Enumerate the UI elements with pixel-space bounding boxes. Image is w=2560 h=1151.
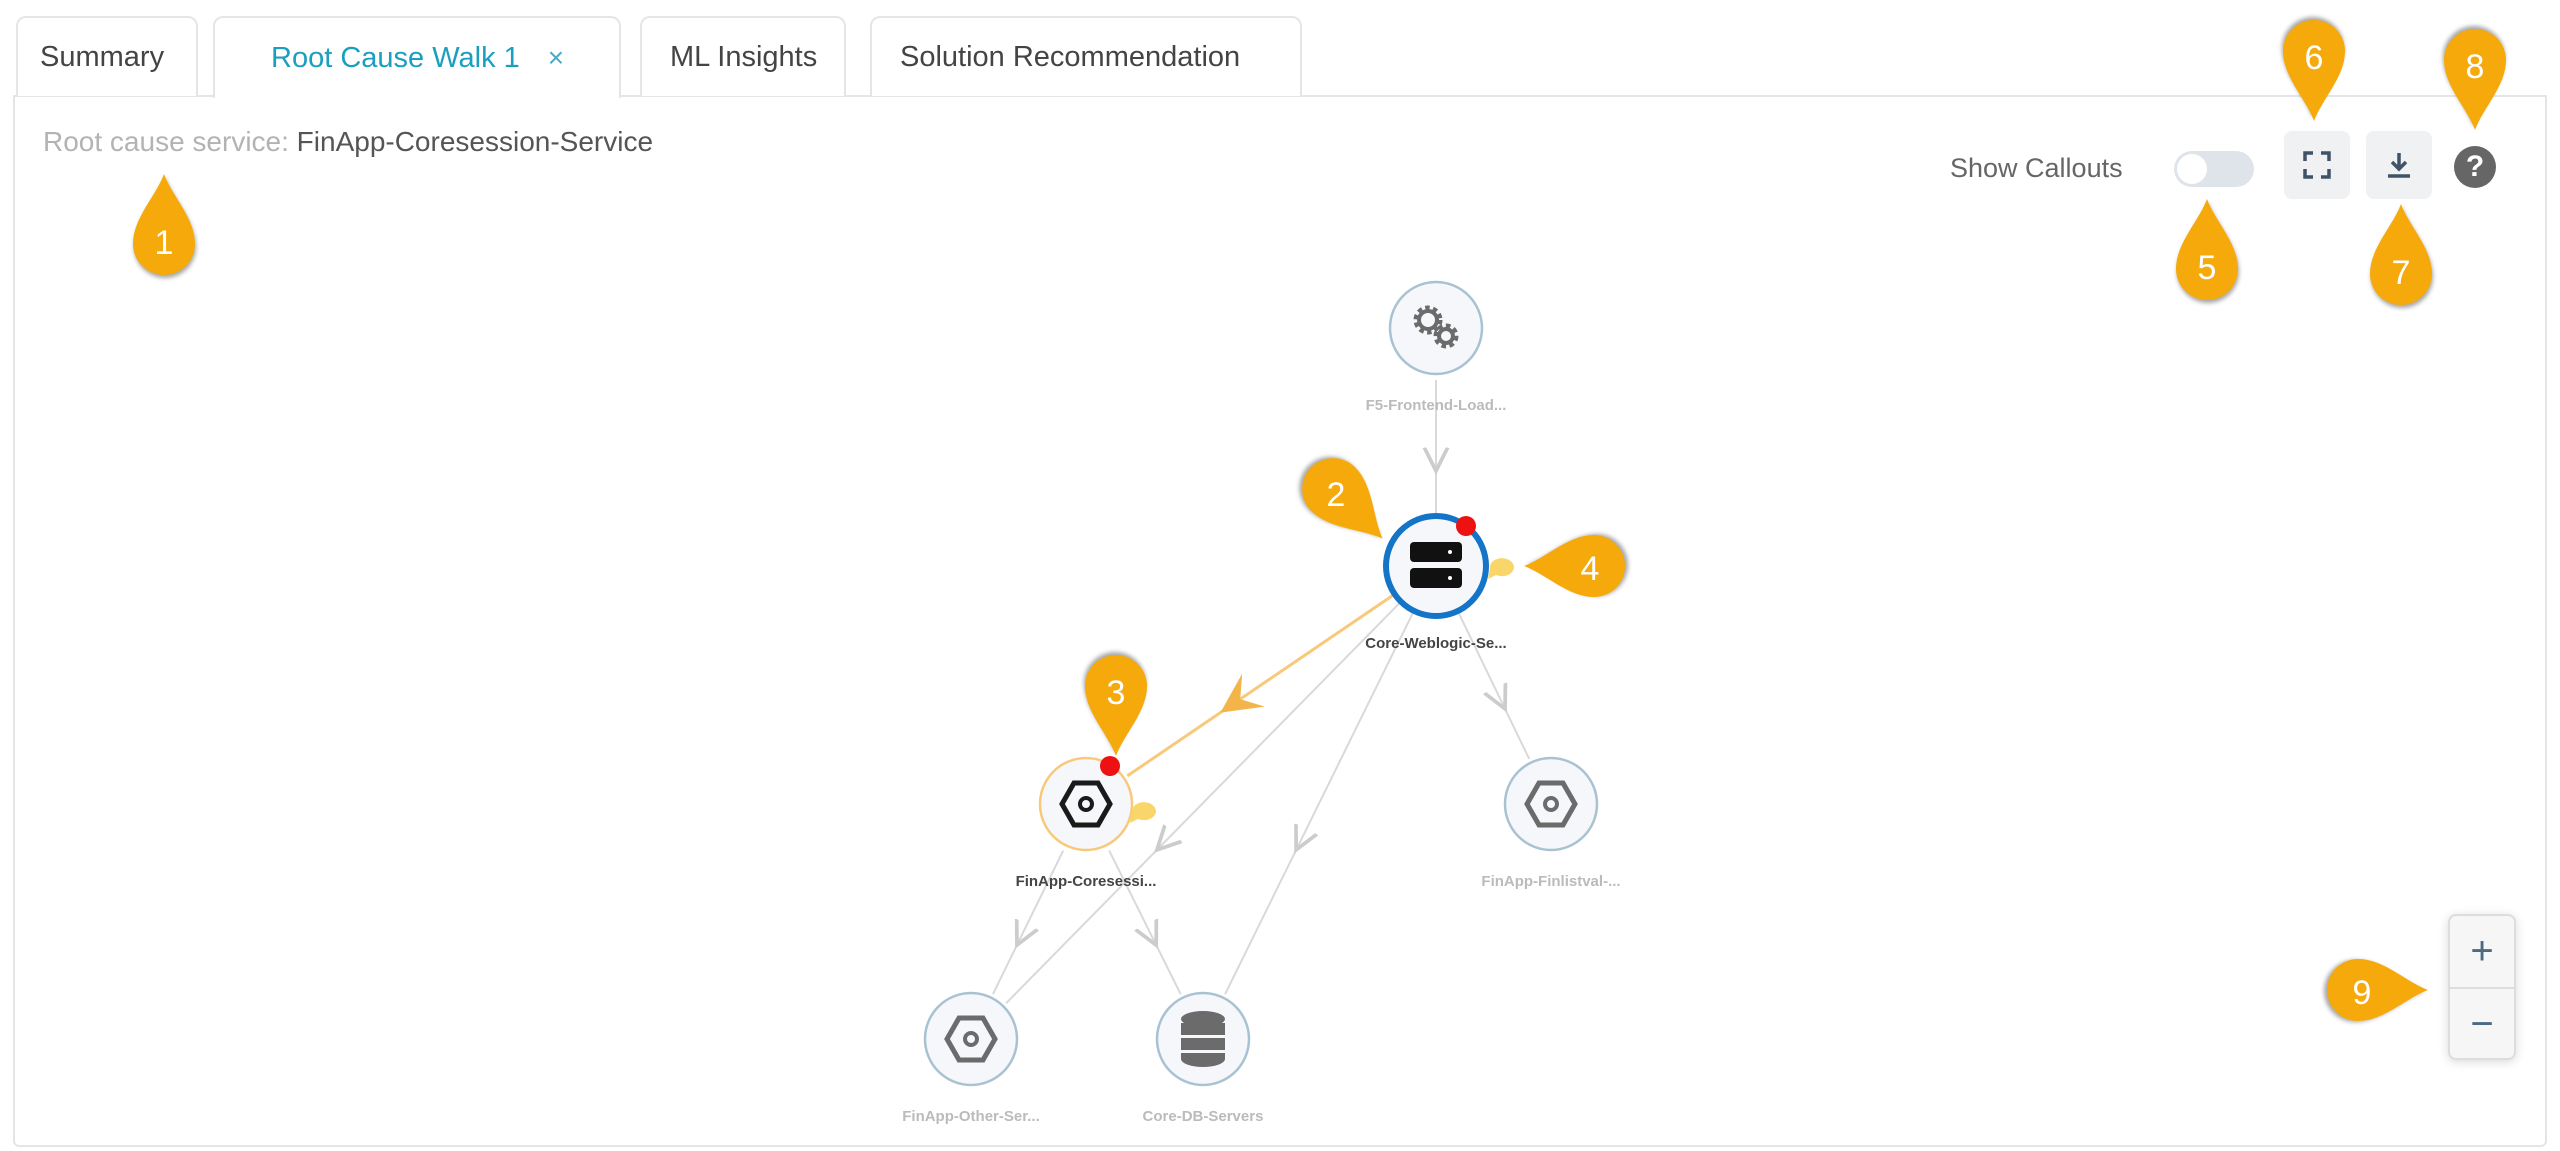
tab-label: Summary [40, 40, 165, 73]
show-callouts-label: Show Callouts [1950, 153, 2123, 183]
node-coresession[interactable]: FinApp-Coresessi... [1016, 756, 1157, 890]
callout-marker-4: 4 [1524, 535, 1625, 597]
tab-label: ML Insights [670, 40, 818, 73]
callout-marker-2: 2 [1302, 458, 1383, 539]
hexagon-gear-icon [1524, 780, 1578, 828]
node-other[interactable]: FinApp-Other-Ser... [902, 991, 1040, 1125]
tab-solution-recommendation[interactable]: Solution Recommendation [870, 16, 1302, 96]
tab-summary[interactable]: Summary [16, 16, 198, 96]
marker-number: 5 [2198, 249, 2217, 287]
node-weblogic[interactable]: Core-Weblogic-Se... [1365, 513, 1514, 652]
callout-marker-5: 5 [2176, 199, 2238, 300]
tab-label: Root Cause Walk 1 [271, 41, 520, 74]
node-label: Core-DB-Servers [1143, 1108, 1264, 1125]
download-icon [2388, 153, 2410, 178]
comment-icon[interactable] [1130, 802, 1156, 823]
download-button[interactable] [2366, 131, 2432, 199]
comment-icon[interactable] [1488, 558, 1514, 579]
callout-marker-8: 8 [2444, 29, 2506, 130]
zoom-out-button[interactable]: − [2470, 1002, 2494, 1046]
root-cause-service: Root cause service: FinApp-Coresession-S… [43, 126, 653, 158]
marker-number: 9 [2353, 974, 2372, 1012]
node-label: FinApp-Finlistval-... [1481, 873, 1620, 890]
edge-weblogic-finlistval [1457, 612, 1531, 760]
tab-ml-insights[interactable]: ML Insights [640, 16, 846, 96]
fullscreen-button[interactable] [2284, 131, 2350, 199]
edge-weblogic-coresession [1126, 593, 1394, 778]
close-icon[interactable]: × [547, 42, 565, 73]
marker-number: 7 [2392, 254, 2411, 292]
edge-weblogic-db [1224, 612, 1414, 995]
node-label: F5-Frontend-Load... [1366, 397, 1507, 414]
tab-label: Solution Recommendation [900, 40, 1241, 73]
marker-number: 8 [2466, 48, 2485, 86]
edge-coresession-other [992, 850, 1065, 995]
gears-icon [1413, 305, 1459, 349]
alert-dot [1100, 756, 1120, 776]
edge-coresession-db [1108, 850, 1182, 995]
hexagon-gear-icon [944, 1015, 998, 1063]
hexagon-gear-icon [1059, 780, 1113, 828]
root-cause-panel [13, 95, 2547, 1147]
fullscreen-icon [2303, 151, 2331, 179]
callout-marker-6: 6 [2283, 20, 2345, 121]
toggle-knob [2177, 154, 2207, 184]
node-label: FinApp-Coresessi... [1016, 873, 1157, 890]
node-label: FinApp-Other-Ser... [902, 1108, 1040, 1125]
help-icon[interactable]: ? [2454, 146, 2496, 188]
node-finlistval[interactable]: FinApp-Finlistval-... [1481, 756, 1621, 890]
database-icon [1181, 1011, 1225, 1067]
server-icon [1410, 542, 1462, 588]
marker-number: 3 [1107, 674, 1126, 712]
root-cause-label: Root cause service: [43, 126, 289, 157]
node-f5[interactable]: F5-Frontend-Load... [1366, 280, 1507, 414]
marker-number: 1 [155, 224, 174, 262]
edge-weblogic-other [1005, 602, 1401, 1005]
callout-marker-3: 3 [1085, 655, 1147, 756]
marker-number: 2 [1327, 476, 1346, 514]
callout-marker-7: 7 [2370, 204, 2432, 305]
tab-root-cause-walk-1[interactable]: Root Cause Walk 1 × [213, 16, 621, 98]
marker-number: 6 [2305, 39, 2324, 77]
zoom-in-button[interactable]: + [2450, 916, 2514, 989]
zoom-controls: + − [2448, 914, 2516, 1060]
alert-dot [1456, 516, 1476, 536]
callout-marker-1: 1 [133, 174, 195, 275]
node-label: Core-Weblogic-Se... [1365, 635, 1506, 652]
show-callouts-toggle[interactable] [2174, 151, 2254, 187]
marker-number: 4 [1581, 550, 1600, 588]
callout-marker-9: 9 [2327, 959, 2428, 1021]
root-cause-value: FinApp-Coresession-Service [296, 126, 654, 157]
node-db[interactable]: Core-DB-Servers [1143, 991, 1264, 1125]
